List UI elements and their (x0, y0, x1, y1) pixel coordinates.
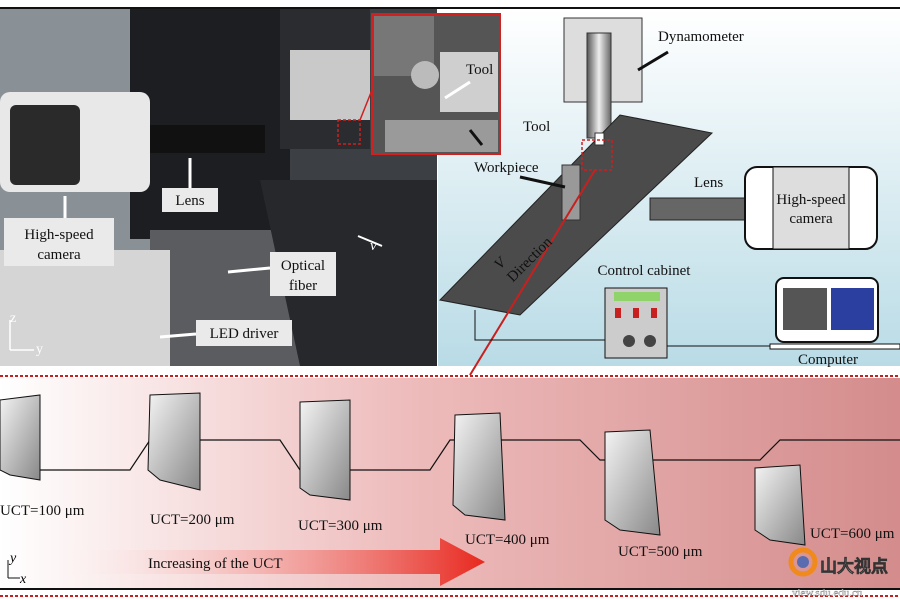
schematic-camera-label-1: High-speed (776, 192, 846, 208)
tool-2 (147, 392, 201, 491)
uct-label-500: UCT=500 μm (618, 544, 703, 560)
uct-label-100: UCT=100 μm (0, 503, 85, 519)
chip-profile-line (0, 439, 900, 471)
photo-axis-y: y (36, 342, 43, 357)
uct-panel: UCT=100 μm UCT=200 μm UCT=300 μm UCT=400… (0, 375, 900, 597)
uct-axis-y: y (8, 551, 17, 566)
tool-5 (604, 429, 661, 536)
increasing-uct-label: Increasing of the UCT (148, 556, 283, 572)
uct-label-400: UCT=400 μm (465, 532, 550, 548)
tool-3 (299, 399, 351, 501)
photo-lens-label: Lens (175, 193, 204, 209)
photo-velocity-label: v (370, 238, 377, 254)
tool-4 (452, 412, 506, 521)
photo-panel: High-speed camera Lens Optical fiber LED… (0, 9, 437, 366)
photo-inset: Tool (371, 13, 501, 155)
schematic-lens-label: Lens (694, 175, 723, 191)
tool-6 (754, 464, 806, 546)
schematic-lens (649, 197, 751, 221)
schematic-panel: Dynamometer Tool Workpiece V Direction L… (438, 9, 900, 376)
uct-axis-x: x (19, 572, 27, 587)
photo-camera-label-1: High-speed (24, 227, 94, 243)
schematic-camera-label-2: camera (789, 211, 833, 227)
schematic-tool-label: Tool (523, 119, 550, 135)
lens-photo (150, 125, 265, 153)
workpiece (561, 164, 581, 221)
photo-led-label: LED driver (210, 326, 279, 342)
tool-1 (0, 394, 41, 481)
zoom-link-line (469, 169, 596, 376)
schematic-workpiece-label: Workpiece (474, 160, 539, 176)
photo-axis-z: z (10, 311, 16, 326)
watermark-url: view.sdu.edu.cn (792, 587, 863, 599)
dynamometer-label: Dynamometer (658, 29, 744, 45)
photo-camera-label-2: camera (37, 247, 81, 263)
photo-fiber-label-2: fiber (289, 278, 317, 294)
dynamometer-photo (290, 50, 370, 120)
computer-label: Computer (798, 352, 858, 368)
bellows-cover (260, 180, 437, 366)
uct-label-200: UCT=200 μm (150, 512, 235, 528)
watermark: 山大视点 view.sdu.edu.cn (788, 547, 888, 599)
uct-label-600: UCT=600 μm (810, 526, 895, 542)
inset-tool-label: Tool (466, 62, 493, 78)
inset-marker (337, 119, 361, 145)
watermark-brand: 山大视点 (820, 556, 888, 576)
control-cabinet-label: Control cabinet (598, 263, 692, 279)
increasing-uct-arrow (40, 538, 485, 586)
watermark-logo-icon (788, 547, 818, 577)
photo-fiber-label-1: Optical (281, 258, 325, 274)
tool (594, 132, 605, 146)
uct-label-300: UCT=300 μm (298, 518, 383, 534)
